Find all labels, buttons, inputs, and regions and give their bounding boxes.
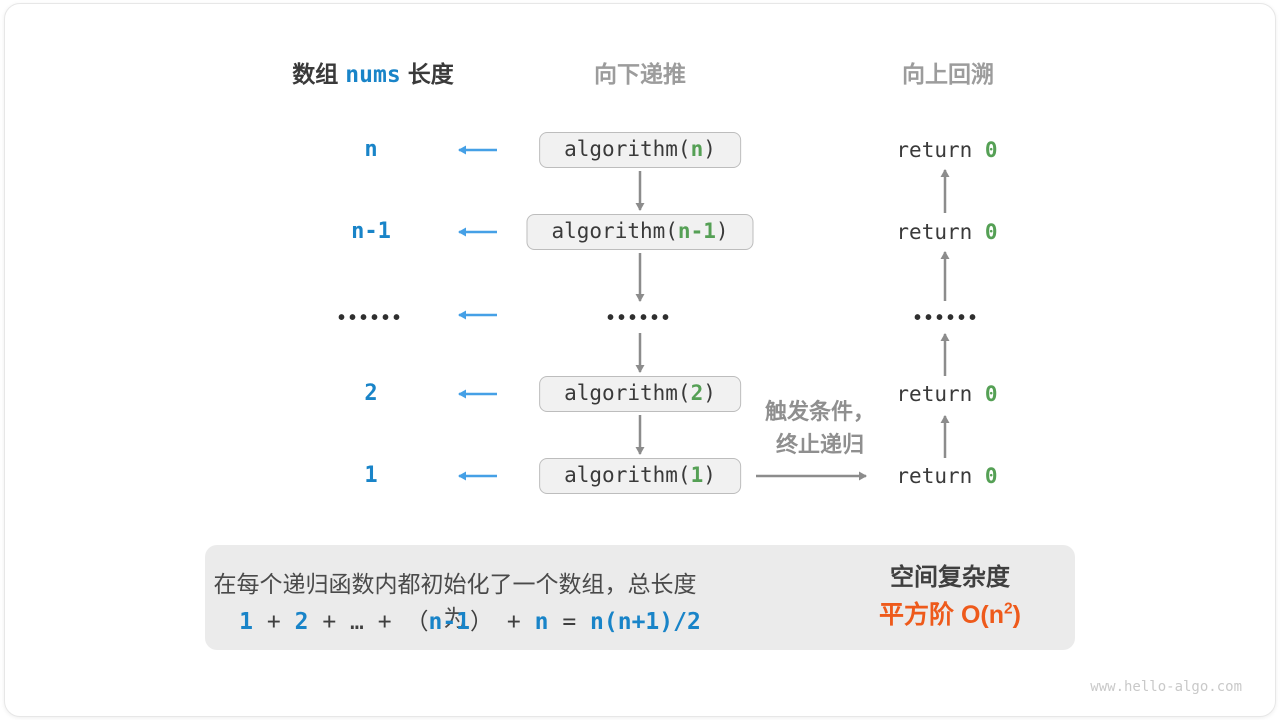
complexity-text: 平方阶 O(n bbox=[879, 601, 1005, 629]
formula-op bbox=[576, 609, 590, 635]
return-keyword: return bbox=[896, 464, 985, 488]
call-arg: 1 bbox=[690, 463, 704, 487]
formula-op: + bbox=[506, 609, 521, 635]
call-text: ) bbox=[715, 219, 729, 243]
watermark-url: www.hello-algo.com bbox=[1090, 679, 1242, 695]
formula-op bbox=[364, 609, 378, 635]
length-label-n: n bbox=[364, 137, 378, 162]
call-box-1: algorithm(1) bbox=[539, 458, 741, 494]
return-label-2: return 0 bbox=[896, 220, 997, 244]
termination-line-1: 触发条件， bbox=[764, 399, 875, 424]
call-box-n-1: algorithm(n-1) bbox=[526, 214, 754, 250]
summary-formula: 1 + 2 + … + （n-1） + n = n(n+1)/2 bbox=[205, 602, 735, 636]
return-value: 0 bbox=[984, 464, 998, 488]
call-text: ) bbox=[703, 463, 716, 487]
formula-result-term: n(n+1)/2 bbox=[590, 609, 701, 635]
length-label-1: 1 bbox=[364, 463, 378, 488]
return-value: 0 bbox=[984, 220, 998, 244]
formula-op: + bbox=[322, 609, 337, 635]
length-label-n-1: n-1 bbox=[351, 219, 391, 244]
ellipsis-left: •••••• bbox=[337, 307, 404, 329]
formula-op: + bbox=[377, 609, 392, 635]
return-value: 0 bbox=[984, 382, 998, 406]
header-length-label: 长度 bbox=[407, 61, 454, 87]
summary-panel: 在每个递归函数内都初始化了一个数组，总长度为 1 + 2 + … + （n-1）… bbox=[205, 545, 1075, 650]
call-text: algorithm( bbox=[551, 219, 678, 243]
return-keyword: return bbox=[896, 220, 985, 244]
return-label-1: return 0 bbox=[896, 138, 997, 162]
header-array-label: 数组 bbox=[292, 61, 339, 87]
formula-paren: ） bbox=[470, 609, 494, 635]
call-arg: n bbox=[690, 137, 704, 161]
formula-op bbox=[281, 609, 295, 635]
return-keyword: return bbox=[896, 138, 985, 162]
termination-annotation: 触发条件， 终止递归 bbox=[740, 395, 900, 461]
header-nums-code: nums bbox=[345, 62, 401, 88]
length-label-2: 2 bbox=[364, 381, 378, 406]
termination-line-2: 终止递归 bbox=[775, 432, 864, 457]
complexity-text: ) bbox=[1012, 601, 1021, 629]
formula-op bbox=[521, 609, 535, 635]
call-arg: n-1 bbox=[677, 219, 716, 243]
formula-term: 1 bbox=[239, 609, 254, 635]
ellipsis-middle: •••••• bbox=[606, 307, 674, 329]
ellipsis-right: •••••• bbox=[913, 307, 981, 329]
formula-term: n bbox=[534, 609, 549, 635]
formula-paren: （ bbox=[405, 609, 429, 635]
column-header-backtrack-up: 向上回溯 bbox=[902, 61, 994, 87]
formula-equals: = bbox=[562, 609, 577, 635]
formula-op bbox=[548, 609, 562, 635]
formula-term: 2 bbox=[294, 609, 309, 635]
call-box-n: algorithm(n) bbox=[539, 132, 741, 168]
return-value: 0 bbox=[984, 138, 998, 162]
formula-op bbox=[493, 609, 507, 635]
call-text: ) bbox=[703, 381, 716, 405]
call-box-2: algorithm(2) bbox=[539, 376, 741, 412]
call-text: algorithm( bbox=[564, 463, 691, 487]
formula-op bbox=[336, 609, 350, 635]
summary-description: 在每个递归函数内都初始化了一个数组，总长度为 bbox=[213, 571, 697, 631]
formula-op bbox=[308, 609, 322, 635]
space-complexity-title: 空间复杂度 bbox=[890, 564, 1010, 591]
call-arg: 2 bbox=[690, 381, 704, 405]
call-text: ) bbox=[703, 137, 716, 161]
call-text: algorithm( bbox=[564, 381, 691, 405]
formula-op bbox=[253, 609, 267, 635]
column-header-recurse-down: 向下递推 bbox=[594, 61, 686, 87]
return-label-4: return 0 bbox=[896, 464, 997, 488]
return-keyword: return bbox=[896, 382, 985, 406]
space-complexity-value: 平方阶 O(n2) bbox=[845, 595, 1055, 631]
formula-term: n-1 bbox=[428, 609, 471, 635]
formula-op bbox=[392, 609, 406, 635]
call-text: algorithm( bbox=[564, 137, 691, 161]
return-label-3: return 0 bbox=[896, 382, 997, 406]
formula-op: + bbox=[266, 609, 281, 635]
formula-ellipsis: … bbox=[350, 609, 364, 635]
complexity-exponent: 2 bbox=[1004, 600, 1013, 618]
